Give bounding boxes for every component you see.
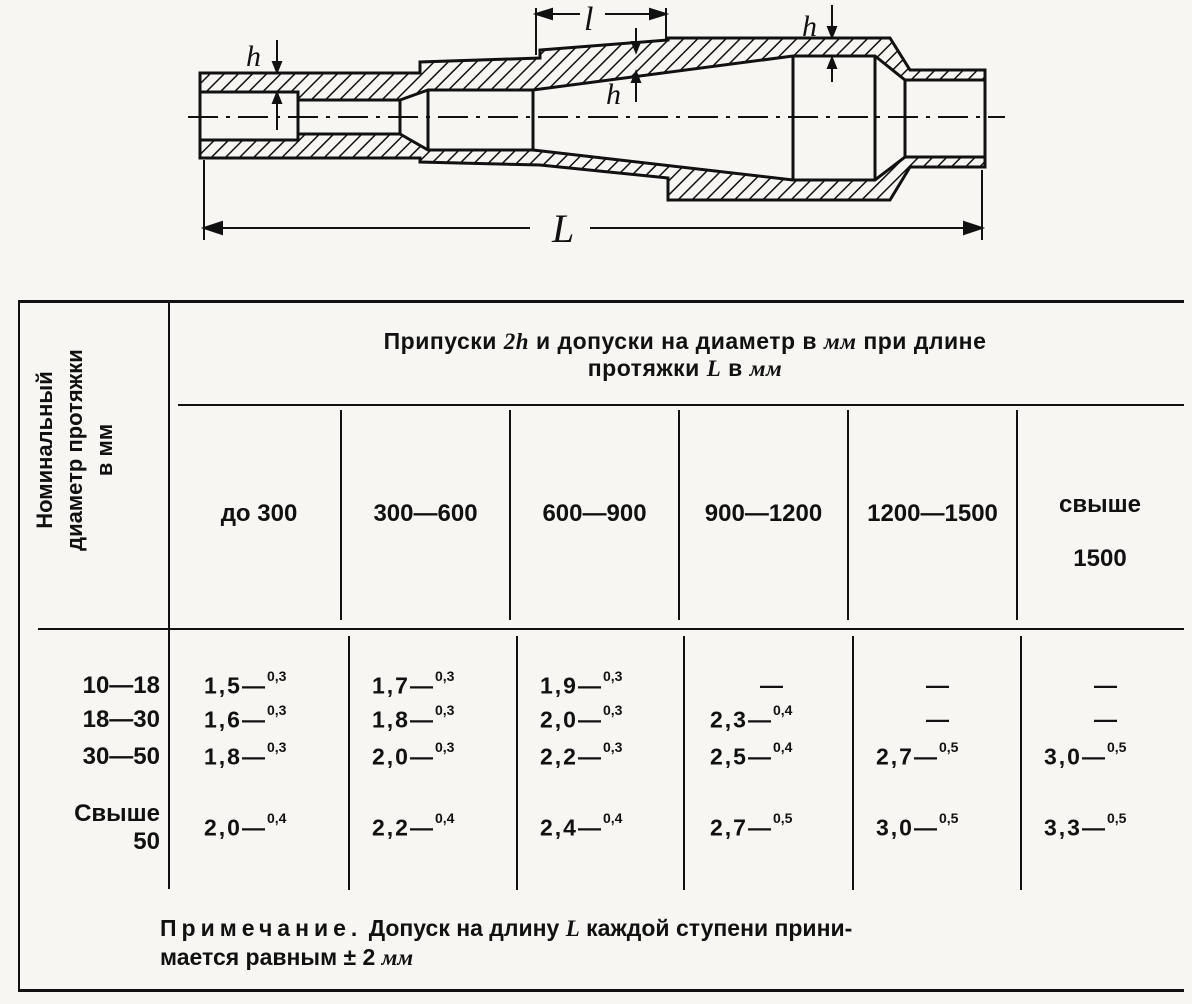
- col-divider-1: [340, 410, 342, 620]
- table-cell: 2,2—0,3: [540, 739, 623, 770]
- table-cell: 2,0—0,4: [204, 810, 287, 841]
- table-cell: 2,7—0,5: [710, 810, 793, 841]
- table-cell: —: [1094, 672, 1119, 698]
- table-cell: 3,3—0,5: [1044, 810, 1127, 841]
- tolerance-superscript: 0,3: [434, 702, 455, 718]
- dimension-L-label: L: [551, 206, 574, 251]
- col-divider-3: [678, 410, 680, 620]
- table-cell: 3,0—0,5: [876, 810, 959, 841]
- body-divider-4: [852, 636, 854, 890]
- row-label: 18—30: [82, 706, 160, 733]
- section-walls: [198, 36, 987, 202]
- table-cell: 2,4—0,4: [540, 810, 623, 841]
- table-divider-subhead: [178, 404, 1184, 406]
- tolerance-superscript: 0,5: [1106, 739, 1127, 755]
- tolerance-superscript: 0,3: [266, 739, 287, 755]
- tolerance-superscript: 0,4: [772, 739, 793, 755]
- body-divider-3: [683, 636, 685, 890]
- table-cell: 2,5—0,4: [710, 739, 793, 770]
- body-divider-1: [348, 636, 350, 890]
- tolerance-superscript: 0,4: [602, 810, 623, 826]
- dimension-l: [532, 7, 670, 55]
- table-cell: —: [926, 706, 951, 732]
- table-cell: —: [1094, 706, 1119, 732]
- row-label: 30—50: [82, 743, 160, 770]
- tolerance-superscript: 0,3: [434, 668, 455, 684]
- table-cell: 1,9—0,3: [540, 668, 623, 699]
- tolerance-superscript: 0,5: [938, 739, 959, 755]
- body-divider-5: [1020, 636, 1022, 890]
- tolerance-superscript: 0,4: [266, 810, 287, 826]
- tolerance-superscript: 0,3: [266, 702, 287, 718]
- table-cell: 1,7—0,3: [372, 668, 455, 699]
- row-label: 10—18: [82, 672, 160, 699]
- table-divider-body: [38, 628, 1184, 630]
- table-cell: 1,5—0,3: [204, 668, 287, 699]
- tolerance-superscript: 0,3: [266, 668, 287, 684]
- table-cell: 1,8—0,3: [372, 702, 455, 733]
- table-cell: —: [926, 672, 951, 698]
- table-cell: 3,0—0,5: [1044, 739, 1127, 770]
- tolerance-superscript: 0,5: [772, 810, 793, 826]
- table-cell: 1,6—0,3: [204, 702, 287, 733]
- table-cell: 1,8—0,3: [204, 739, 287, 770]
- col-header-3: 600—900: [542, 500, 647, 527]
- table-note: Примечание. Допуск на длину L каждой сту…: [160, 915, 853, 970]
- h-label-middle: h: [606, 78, 621, 111]
- allowance-table: [18, 300, 1184, 992]
- table-cell: 2,7—0,5: [876, 739, 959, 770]
- table-divider-rowhead: [168, 303, 170, 889]
- col-header-1: до 300: [220, 500, 298, 527]
- col-divider-4: [847, 410, 849, 620]
- tolerance-superscript: 0,3: [602, 668, 623, 684]
- tolerance-superscript: 0,3: [434, 739, 455, 755]
- tolerance-superscript: 0,5: [938, 810, 959, 826]
- dimension-L: [200, 160, 986, 240]
- dimension-h-markers: [271, 5, 838, 130]
- col-divider-5: [1016, 410, 1018, 620]
- table-cell: 2,3—0,4: [710, 702, 793, 733]
- h-label-right: h: [802, 10, 817, 43]
- tolerance-superscript: 0,5: [1106, 810, 1127, 826]
- col-header-4: 900—1200: [704, 500, 823, 527]
- col-divider-2: [509, 410, 511, 620]
- h-label-left: h: [246, 40, 261, 73]
- tolerance-superscript: 0,3: [602, 739, 623, 755]
- table-cell: 2,0—0,3: [372, 739, 455, 770]
- col-header-2: 300—600: [373, 500, 478, 527]
- tolerance-superscript: 0,3: [602, 702, 623, 718]
- tolerance-superscript: 0,4: [772, 702, 793, 718]
- tolerance-superscript: 0,4: [434, 810, 455, 826]
- col-header-6: свыше 1500: [1059, 491, 1141, 572]
- table-cell: 2,2—0,4: [372, 810, 455, 841]
- dimension-l-label: l: [584, 1, 593, 38]
- table-cell: —: [760, 672, 785, 698]
- row-header-diameter: Номинальный диаметр протяжки в мм: [32, 349, 117, 551]
- body-divider-2: [516, 636, 518, 890]
- table-cell: 2,0—0,3: [540, 702, 623, 733]
- table-header-title: Припуски 2h и допуски на диаметр в мм пр…: [383, 328, 987, 381]
- col-header-5: 1200—1500: [867, 500, 998, 527]
- broach-blank-drawing: L l h h h: [188, 1, 1005, 251]
